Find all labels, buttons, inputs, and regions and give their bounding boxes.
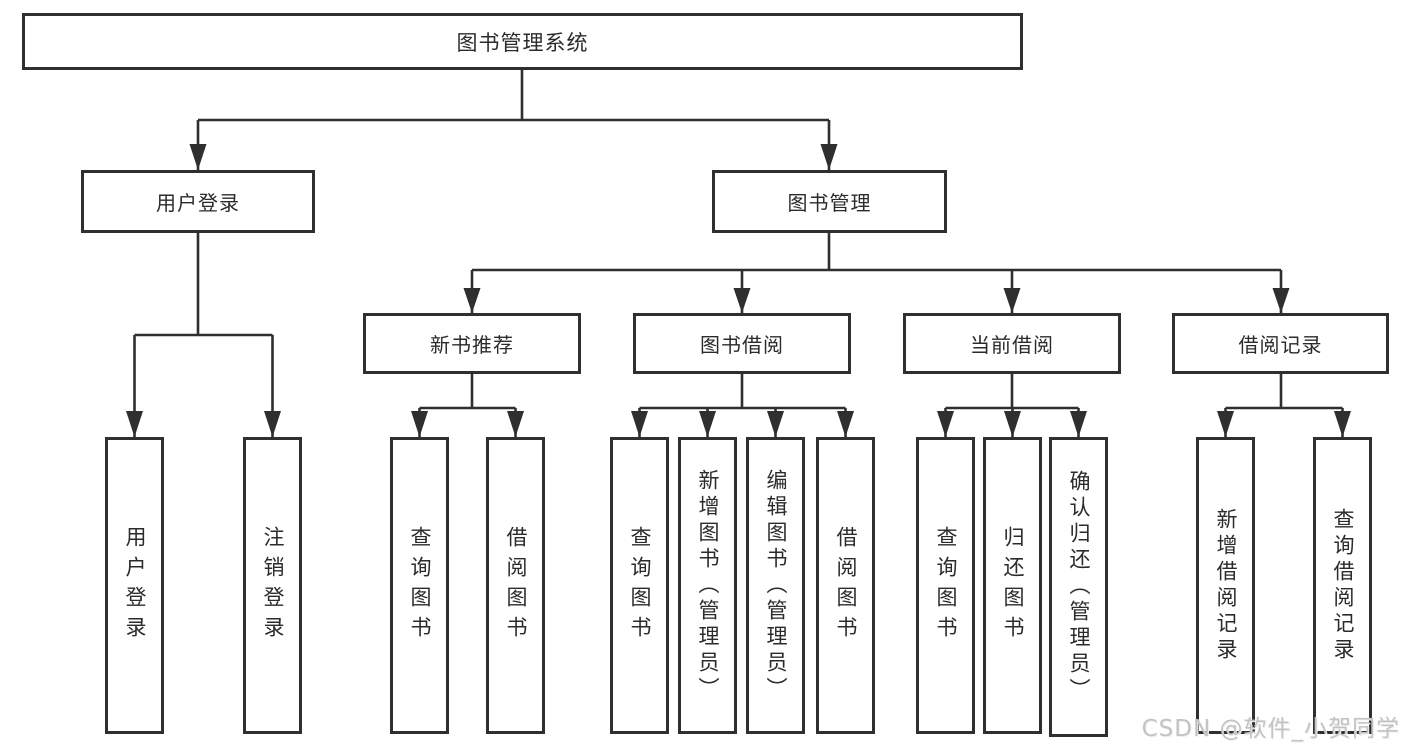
arrowhead [264,411,281,437]
arrowhead [837,411,854,437]
node-label: 图书管理 [787,191,872,215]
node-book-management: 图书管理 [712,170,947,233]
node-label: 当前借阅 [970,333,1054,357]
leaf-edit-books-admin: 编辑图书（管理员） [746,437,805,734]
arrowhead [1272,288,1290,313]
leaf-logout: 注销登录 [243,437,302,734]
leaf-borrow-books: 借阅图书 [816,437,875,734]
arrowhead [507,411,524,437]
node-label: 新增图书（管理员） [696,468,720,703]
leaf-confirm-return-admin: 确认归还（管理员） [1049,437,1108,737]
node-label: 查询图书 [934,525,958,646]
arrowhead [126,411,143,437]
node-label: 借阅图书 [504,525,528,646]
node-label: 借阅图书 [834,525,858,646]
node-label: 借阅记录 [1238,333,1323,357]
node-label: 新增借阅记录 [1214,507,1238,664]
connector-book-borrowing [638,374,847,437]
node-book-borrowing: 图书借阅 [633,313,851,374]
arrowhead [411,411,428,437]
csdn-watermark: CSDN @软件_小贺同学 [1141,716,1400,742]
node-label: 查询图书 [628,525,652,646]
connector-root [196,70,831,170]
leaf-query-books: 查询图书 [610,437,669,734]
arrowhead [767,411,784,437]
node-label: 查询借阅记录 [1331,507,1355,664]
arrowhead [1070,411,1087,437]
connector-user-login [133,233,274,437]
node-label: 图书借阅 [700,333,784,357]
leaf-return-books: 归还图书 [983,437,1042,734]
node-user-login: 用户登录 [81,170,315,233]
node-label: 查询图书 [408,525,432,646]
node-label: 图书管理系统 [456,30,589,55]
arrowhead [1217,411,1234,437]
node-label: 确认归还（管理员） [1067,470,1091,704]
node-library-management-system: 图书管理系统 [22,13,1023,70]
leaf-query-books: 查询图书 [916,437,975,734]
arrowhead [733,288,751,313]
leaf-add-books-admin: 新增图书（管理员） [678,437,737,734]
arrowhead [699,411,716,437]
arrowhead [937,411,954,437]
leaf-query-borrow-record: 查询借阅记录 [1313,437,1372,734]
node-label: 编辑图书（管理员） [764,468,788,703]
connector-new-books [418,374,517,437]
leaf-borrow-books: 借阅图书 [486,437,545,734]
node-borrow-records: 借阅记录 [1172,313,1389,374]
node-label: 用户登录 [123,525,147,646]
arrowhead [463,288,481,313]
leaf-user-login: 用户登录 [105,437,164,734]
connector-book-management [470,233,1283,313]
node-label: 用户登录 [156,191,240,215]
arrowhead [631,411,648,437]
node-new-book-recommend: 新书推荐 [363,313,581,374]
arrowhead [1334,411,1351,437]
arrowhead [1004,411,1021,437]
arrowhead [820,144,838,170]
node-label: 归还图书 [1001,525,1025,646]
leaf-add-borrow-record: 新增借阅记录 [1196,437,1255,734]
connector-borrow-records [1224,374,1344,437]
node-label: 新书推荐 [430,333,514,357]
node-current-borrowing: 当前借阅 [903,313,1121,374]
leaf-query-books: 查询图书 [390,437,449,734]
arrowhead [189,144,207,170]
node-label: 注销登录 [261,525,285,646]
arrowhead [1003,288,1021,313]
